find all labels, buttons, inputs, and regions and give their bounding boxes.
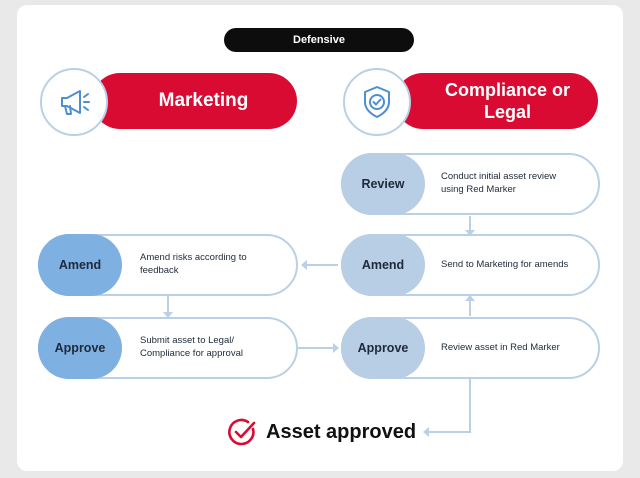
compliance-step-amend: Amend Send to Marketing for amends <box>341 234 600 296</box>
right-approve-to-result-connector <box>428 378 471 433</box>
step-description: Send to Marketing for amends <box>441 258 569 270</box>
compliance-step-review: Review Conduct initial asset review usin… <box>341 153 600 215</box>
megaphone-icon <box>61 90 90 115</box>
step-label: Approve <box>341 317 425 379</box>
compliance-step-approve: Approve Review asset in Red Marker <box>341 317 600 379</box>
step-label: Review <box>341 153 425 215</box>
arrowhead-left-1 <box>301 260 307 270</box>
step-description: Submit asset to Legal/ Compliance for ap… <box>140 335 243 359</box>
step-description: Amend risks according to feedback <box>140 252 247 276</box>
marketing-step-approve: Approve Submit asset to Legal/ Complianc… <box>38 317 298 379</box>
check-circle-icon <box>228 418 256 446</box>
step-label: Approve <box>38 317 122 379</box>
step-description: Conduct initial asset review using Red M… <box>441 171 557 195</box>
result: Asset approved <box>226 415 416 449</box>
compliance-header: Compliance or Legal <box>395 73 598 129</box>
compliance-title: Compliance or Legal <box>444 79 571 123</box>
step-description: Review asset in Red Marker <box>441 341 560 353</box>
marketing-title: Marketing <box>158 90 249 111</box>
arrowhead-down-2 <box>163 312 173 318</box>
step-label: Amend <box>38 234 122 296</box>
result-text: Asset approved <box>266 420 417 443</box>
arrowhead-down-1 <box>465 230 475 236</box>
arrowhead-up-1 <box>465 295 475 301</box>
step-label: Amend <box>341 234 425 296</box>
arrowhead-left-2 <box>423 427 429 437</box>
marketing-icon-circle <box>40 68 108 136</box>
marketing-header: Marketing <box>92 73 297 129</box>
shield-check-icon <box>364 86 390 118</box>
marketing-step-amend: Amend Amend risks according to feedback <box>38 234 298 296</box>
compliance-icon-circle <box>343 68 411 136</box>
category-tag: Defensive <box>224 28 414 52</box>
arrowhead-right-1 <box>333 343 339 353</box>
